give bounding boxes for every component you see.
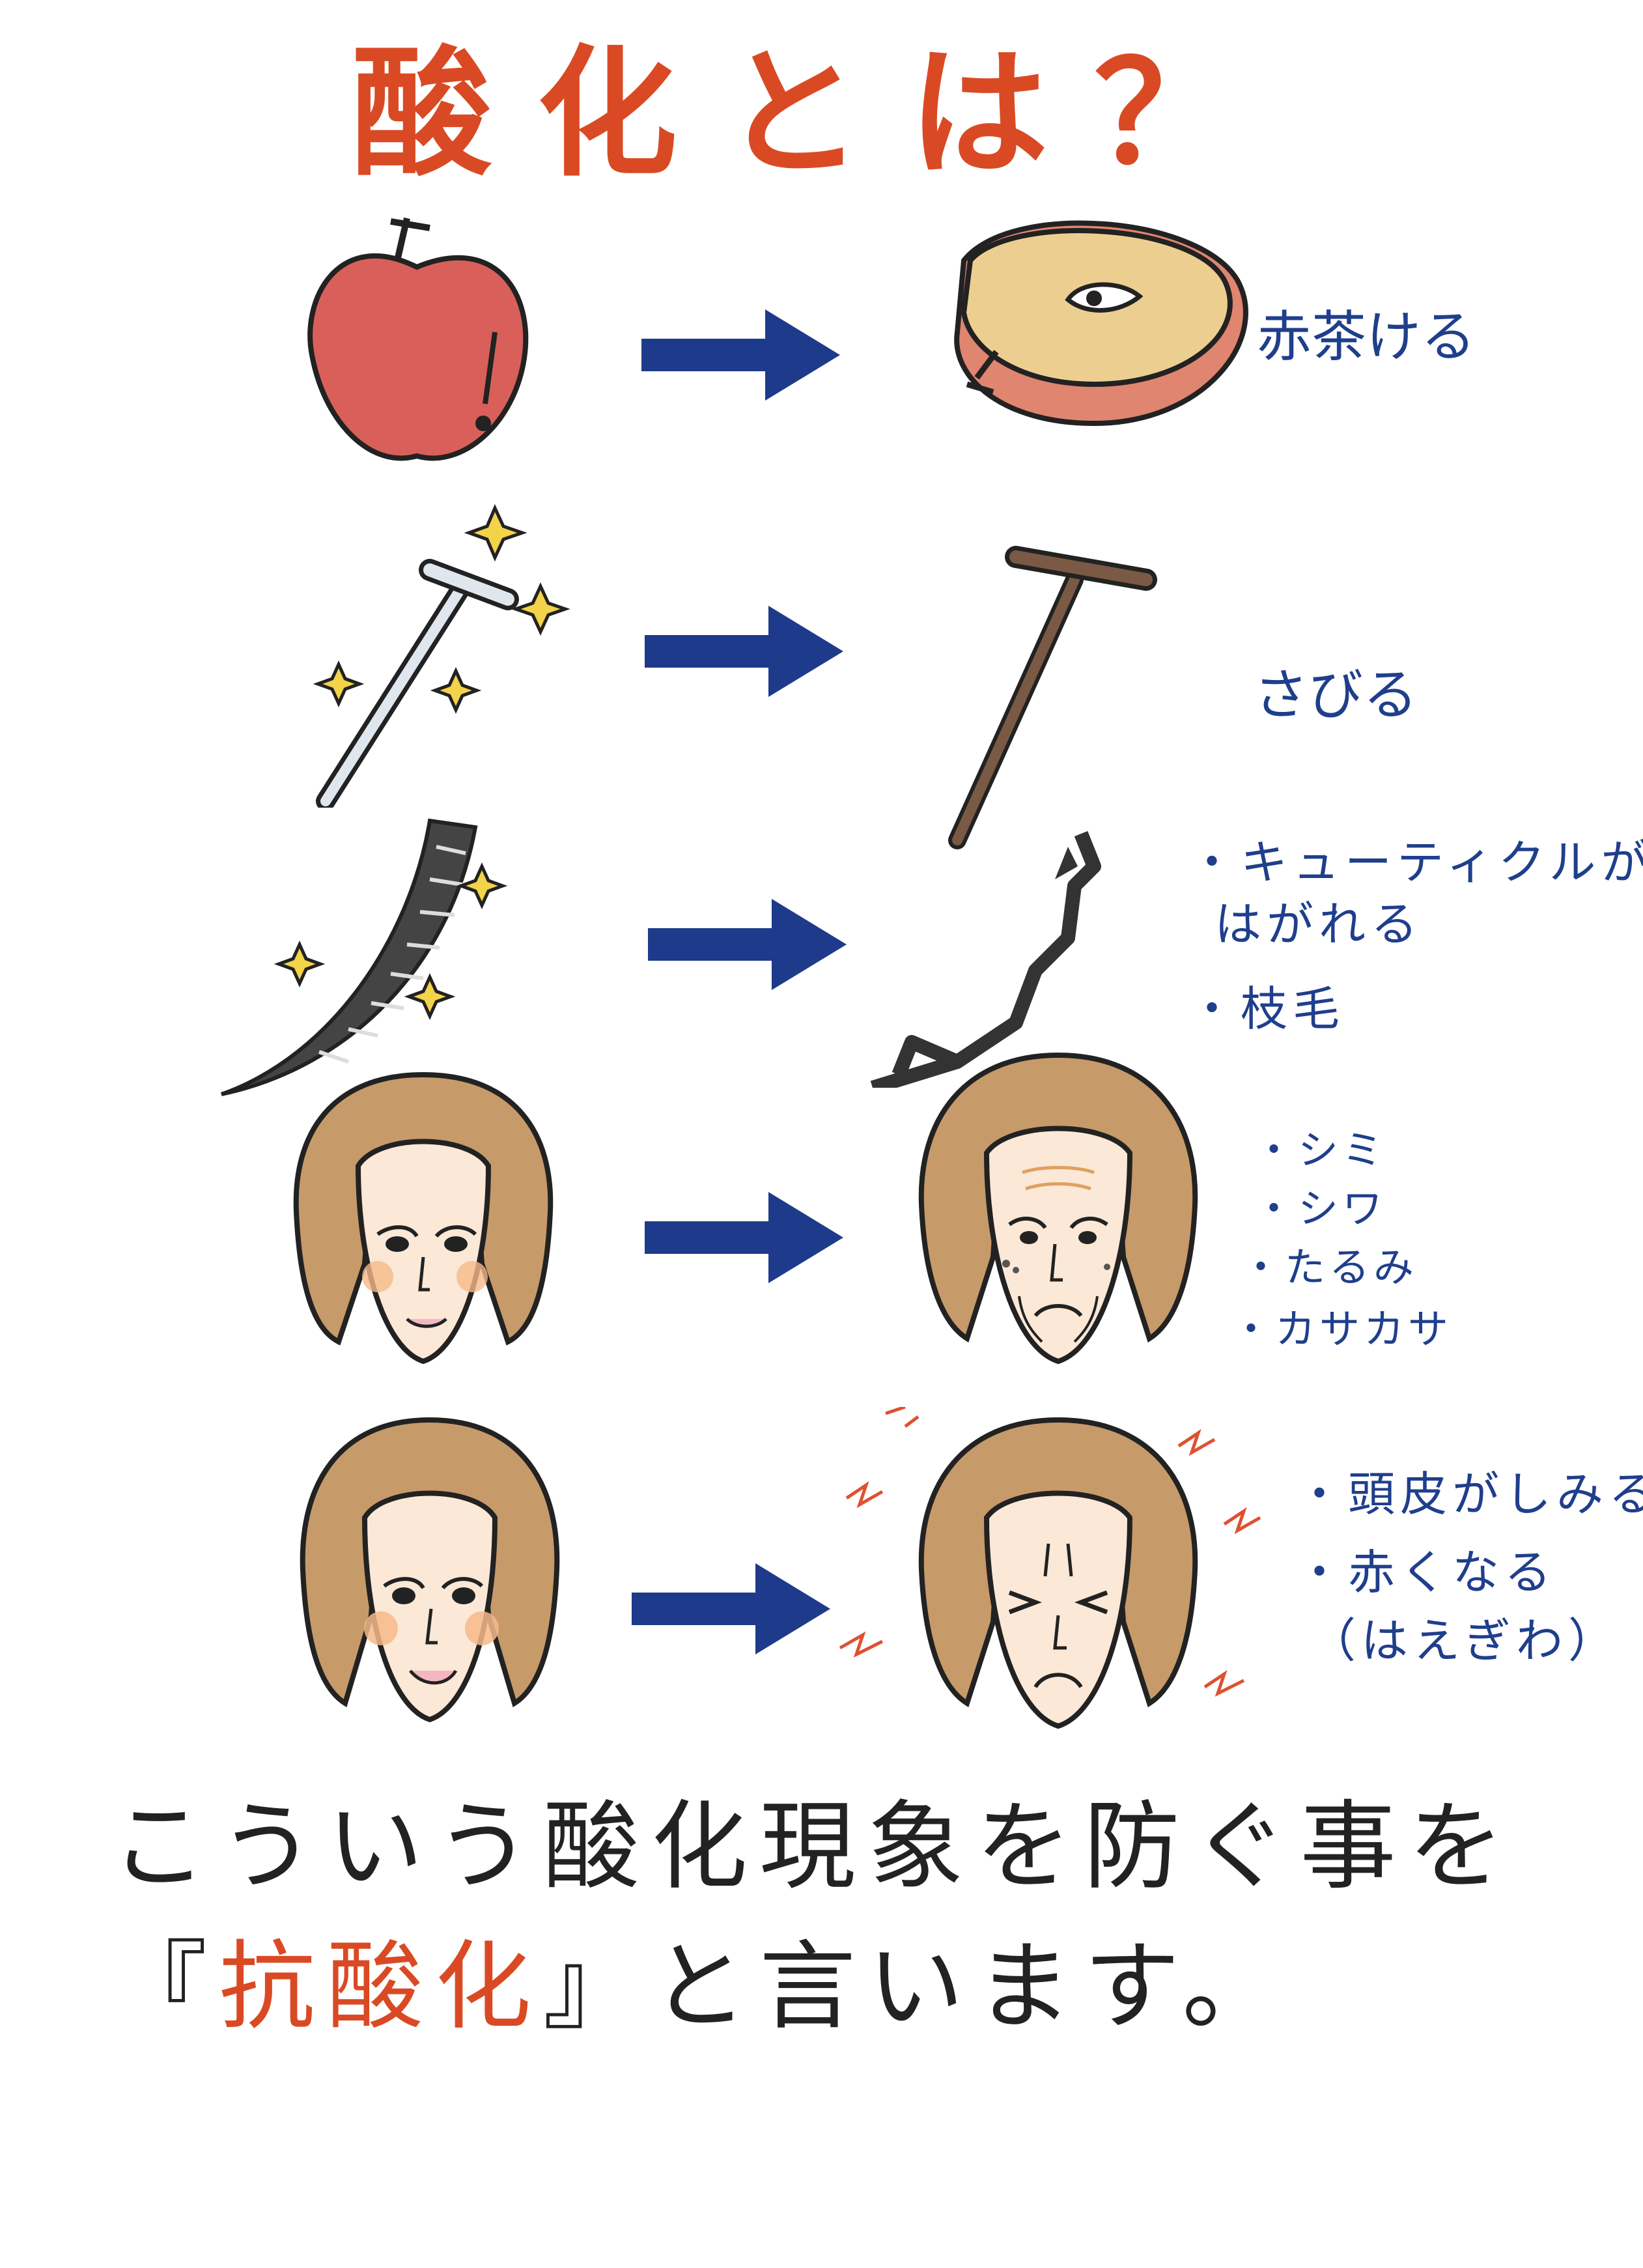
young-face-icon [287,1068,560,1381]
footer-line-2-rest: 』と言います。 [543,1931,1291,2043]
label-cuticle: ・キューティクルが [1188,835,1643,890]
aged-face-icon [912,1049,1205,1381]
arrow-right-icon [641,306,843,404]
footer-line-2: 『抗酸化』と言います。 [111,1925,1543,2048]
rusted-nail-icon [944,541,1159,853]
label-split-ends: ・枝毛 [1188,982,1345,1036]
arrow-right-icon [632,1560,834,1658]
irritated-face-icon [827,1407,1296,1759]
damaged-hair-strand-icon [860,827,1120,1088]
label-peel: はがれる [1215,897,1424,952]
footer-antioxidation-term: 抗酸化 [219,1931,543,2043]
label-browning: 赤茶ける [1257,305,1476,369]
smiling-face-icon [293,1413,567,1739]
browned-apple-icon [925,208,1263,443]
label-sagging: ・たるみ [1241,1243,1418,1291]
arrow-right-icon [645,1189,847,1286]
page-title: 酸化とは？ [352,32,1280,195]
footer-open-bracket: 『 [111,1931,219,2043]
footer-line-1: こういう酸化現象を防ぐ事を [111,1791,1516,1903]
label-rust: さびる [1254,663,1418,727]
label-dryness: ・カサカサ [1231,1305,1453,1353]
label-redness: ・赤くなる [1296,1545,1557,1600]
arrow-right-icon [648,896,850,993]
fresh-apple-icon [300,215,534,475]
label-scalp-sting: ・頭皮がしみる [1296,1467,1643,1522]
label-hairline: （はえぎわ） [1309,1613,1620,1668]
shiny-nail-icon [313,495,586,808]
healthy-hair-strand-icon [215,808,514,1107]
label-wrinkles: ・シワ [1254,1185,1387,1232]
label-spots: ・シミ [1254,1126,1387,1174]
arrow-right-icon [645,602,847,700]
